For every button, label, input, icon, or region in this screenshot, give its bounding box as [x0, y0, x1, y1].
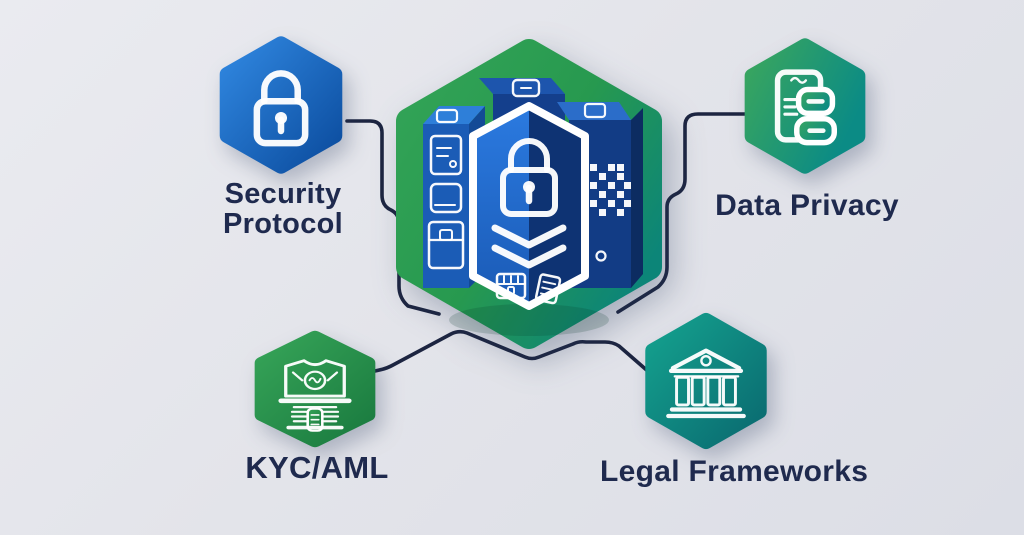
privacy-checklist-icon	[774, 69, 837, 146]
card-icon	[429, 182, 463, 214]
node-legal-frameworks	[641, 312, 771, 450]
central-prism	[469, 102, 589, 310]
node-kyc-aml	[251, 330, 379, 448]
data-privacy-label: Data Privacy	[715, 189, 899, 222]
courthouse-icon	[666, 348, 746, 419]
legal-frameworks-label: Legal Frameworks	[600, 455, 869, 488]
kyc-aml-label: KYC/AML	[245, 450, 389, 485]
lock-icon	[500, 138, 558, 217]
security-protocol-label: Security Protocol	[222, 178, 343, 241]
package-icon	[427, 220, 465, 270]
connector-kyc-to-legal	[373, 329, 652, 375]
core-hexagon	[396, 39, 662, 349]
document-chart-icon	[429, 134, 463, 176]
node-data-privacy	[741, 36, 869, 176]
key-dot-icon	[595, 250, 607, 262]
chest-icon	[495, 272, 527, 300]
core-structure-shadow	[449, 304, 609, 336]
connector-privacy-to-core	[616, 112, 748, 314]
chevrons-icon	[491, 224, 567, 269]
node-security-protocol	[216, 34, 346, 176]
blockchain-core-vault-icon	[423, 78, 643, 310]
identity-review-icon	[278, 359, 352, 432]
connector-security-to-core	[345, 119, 441, 316]
legal-hexagon-shape	[645, 312, 767, 450]
document-icon	[534, 273, 562, 305]
padlock-icon	[253, 70, 309, 147]
security-hexagon-shape	[219, 36, 343, 174]
